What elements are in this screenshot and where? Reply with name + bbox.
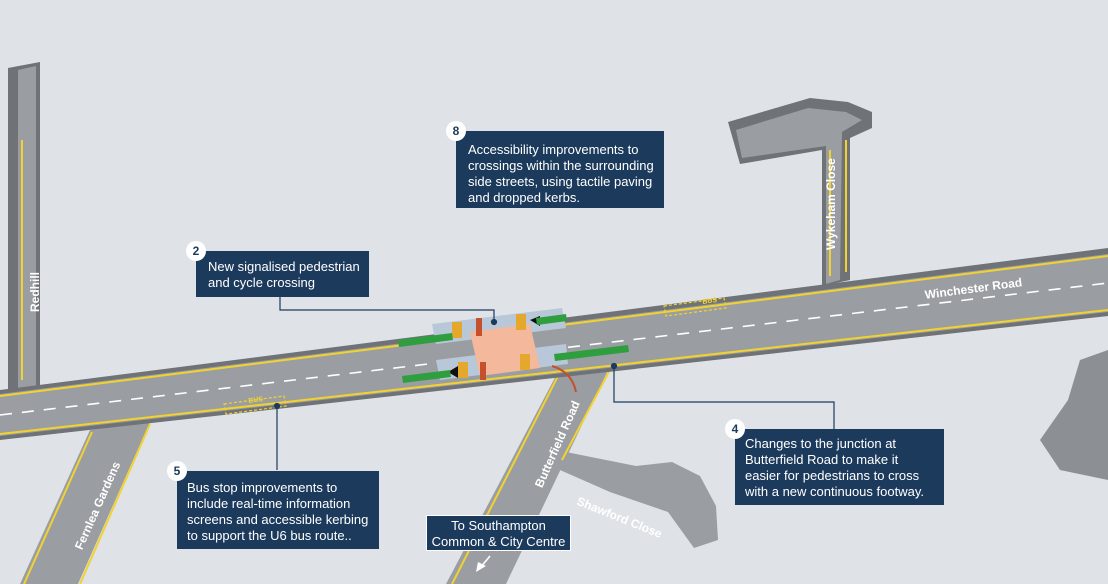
callout-text-2: New signalised pedestrian and cycle cros… (208, 259, 360, 290)
callout-5: 5 Bus stop improvements to include real-… (167, 461, 379, 549)
callout-text-5: Bus stop improvements to include real-ti… (187, 480, 369, 543)
destination-sign: To Southampton Common & City Centre (426, 515, 571, 551)
callout-number-2: 2 (186, 241, 206, 261)
bus-stop-right (663, 297, 727, 317)
road-label-wykeham-close: Wykeham Close (824, 158, 838, 250)
redhill-road (8, 62, 40, 392)
road-label-redhill: Redhill (28, 271, 42, 312)
wykeham-close-road (728, 98, 872, 286)
signalised-crossing (432, 308, 577, 393)
cycle-lanes (398, 314, 629, 383)
bus-stop-left (223, 395, 287, 415)
callout-8: 8 Accessibility improvements to crossing… (446, 121, 664, 208)
callout-text-8: Accessibility improvements to crossings … (468, 142, 654, 205)
callout-number-5: 5 (167, 461, 187, 481)
callout-text-4: Changes to the junction at Butterfield R… (745, 436, 924, 499)
arrow-down-left-icon (476, 555, 491, 572)
callout-2: 2 New signalised pedestrian and cycle cr… (186, 241, 369, 297)
callout-4: 4 Changes to the junction at Butterfield… (725, 419, 944, 505)
east-building (1040, 350, 1108, 480)
callout-number-4: 4 (725, 419, 745, 439)
fernlea-gardens-road (20, 422, 151, 584)
leader-lines (273, 296, 835, 470)
callout-number-8: 8 (446, 121, 466, 141)
